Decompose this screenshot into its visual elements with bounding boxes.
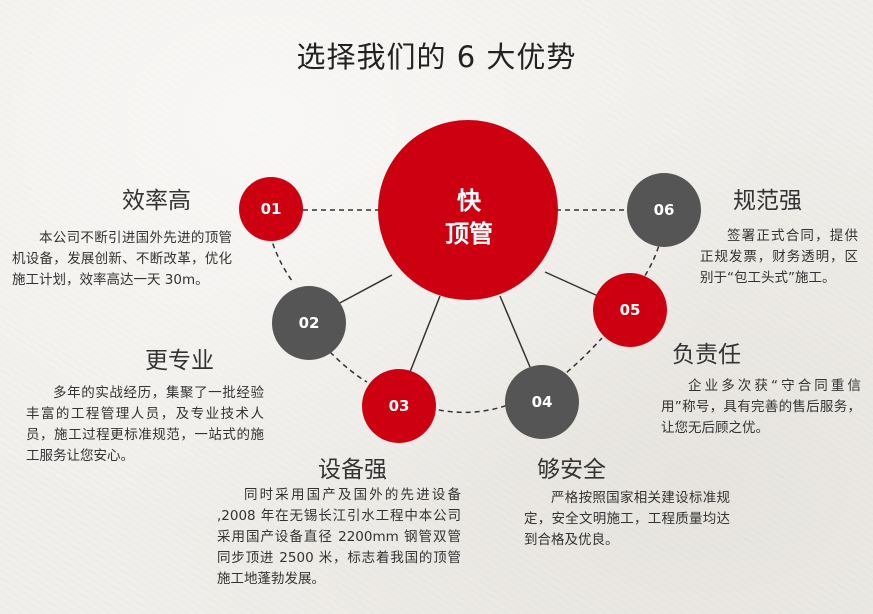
advantage-heading-03: 设备强 (318, 457, 387, 483)
advantage-heading-01: 效率高 (122, 188, 191, 214)
node-circle-03 (362, 369, 436, 443)
node-circle-06 (627, 173, 701, 247)
advantage-text-01: 本公司不断引进国外先进的顶管机设备，发展创新、不断改革，优化施工计划，效率高达一… (12, 230, 232, 288)
page-title: 选择我们的 6 大优势 (296, 40, 577, 74)
advantage-text-02: 多年的实战经历，集聚了一批经验丰富的工程管理人员，及专业技术人员，施工过程更标准… (26, 385, 264, 464)
center-label: 快 顶管 (419, 185, 519, 251)
node-circle-05 (593, 273, 667, 347)
advantage-text-05: 企业多次获“守合同重信用”称号，具有完善的售后服务，让您无后顾之优。 (661, 378, 861, 436)
center-line-1: 快 (457, 187, 481, 215)
node-number-06: 06 (653, 201, 675, 219)
advantage-text-06: 签署正式合同，提供正规发票，财务透明，区别于“包工头式”施工。 (700, 228, 858, 286)
node-number-04: 04 (531, 393, 553, 411)
advantage-heading-06: 规范强 (733, 188, 802, 214)
node-number-02: 02 (298, 314, 320, 332)
spoke-03 (409, 295, 441, 373)
spoke-05 (544, 271, 599, 297)
advantage-heading-04: 够安全 (537, 457, 606, 483)
spoke-02 (335, 274, 393, 306)
advantage-heading-05: 负责任 (672, 342, 741, 368)
node-circle-02 (272, 286, 346, 360)
node-number-05: 05 (619, 301, 641, 319)
node-number-01: 01 (260, 200, 282, 218)
dashed-link-01-02 (269, 234, 294, 283)
node-number-03: 03 (388, 397, 410, 415)
dashed-link-03-04 (429, 404, 509, 414)
advantage-text-04: 严格按照国家相关建设标准规定，安全文明施工，工程质量均达到合格及优良。 (524, 490, 730, 548)
center-circle (378, 120, 558, 300)
node-circle-01 (239, 177, 303, 241)
dashed-link-02-03 (329, 351, 368, 383)
advantage-text-03: 同时采用国产及国外的先进设备 ,2008 年在无锡长江引水工程中本公司采用国产设… (217, 487, 461, 587)
advantage-heading-02: 更专业 (145, 348, 214, 374)
spoke-04 (499, 295, 531, 368)
center-line-2: 顶管 (445, 220, 493, 248)
dashed-link-04-05 (559, 337, 603, 379)
node-circle-04 (505, 365, 579, 439)
